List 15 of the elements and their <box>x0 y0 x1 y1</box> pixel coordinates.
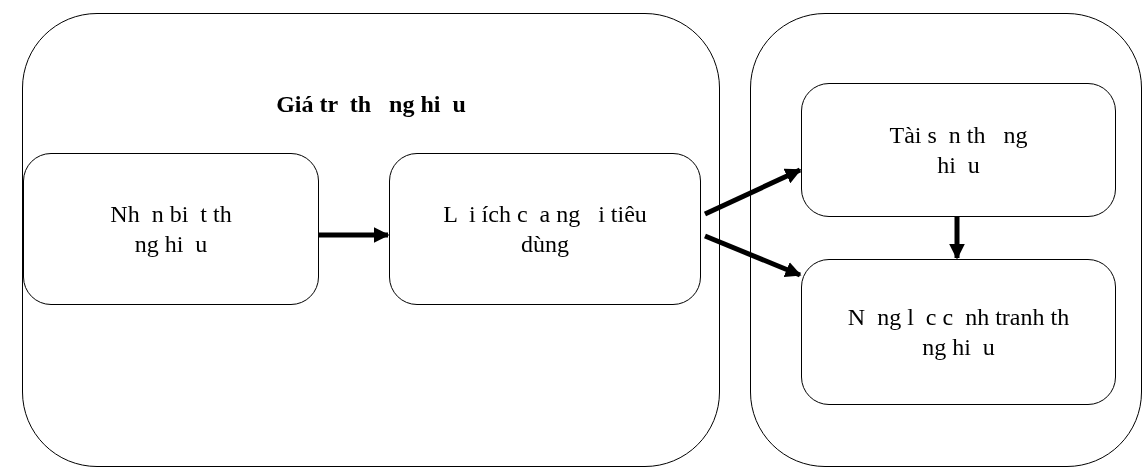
process-box <box>23 153 319 305</box>
process-box <box>801 83 1116 217</box>
group-panel <box>750 13 1142 467</box>
group-panel <box>22 13 720 467</box>
arrow <box>949 216 965 260</box>
group-title: Giá tr th ng hi u <box>275 90 467 119</box>
box-label: L i ích c a ng i tiêu dùng <box>442 200 648 259</box>
process-box <box>389 153 701 305</box>
arrow <box>318 227 390 243</box>
process-box <box>801 259 1116 405</box>
arrow <box>704 233 802 278</box>
box-label: Nh n bi t th ng hi u <box>109 200 233 259</box>
arrow <box>703 167 802 217</box>
box-label: N ng l c c nh tranh th ng hi u <box>846 303 1071 362</box>
box-label: Tài s n th ng hi u <box>888 121 1029 180</box>
